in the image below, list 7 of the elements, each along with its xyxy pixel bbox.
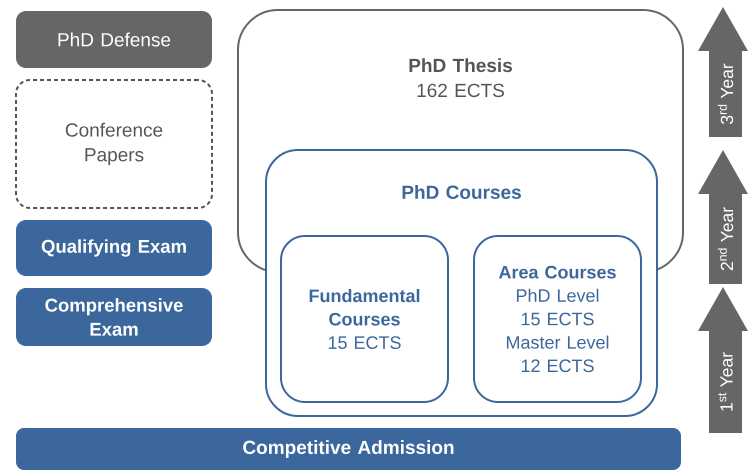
- course-box: Area Courses PhD Level 15 ECTS Master Level 12 ECTS: [473, 235, 642, 403]
- exam-box: Comprehensive Exam: [16, 288, 212, 346]
- dashed-box: Conference Papers: [15, 79, 213, 209]
- exam-box: Qualifying Exam: [16, 220, 212, 276]
- admission-bar: Competitive Admission: [16, 428, 681, 470]
- course-box: Fundamental Courses 15 ECTS: [280, 235, 449, 403]
- defense-box: PhD Defense: [16, 11, 212, 68]
